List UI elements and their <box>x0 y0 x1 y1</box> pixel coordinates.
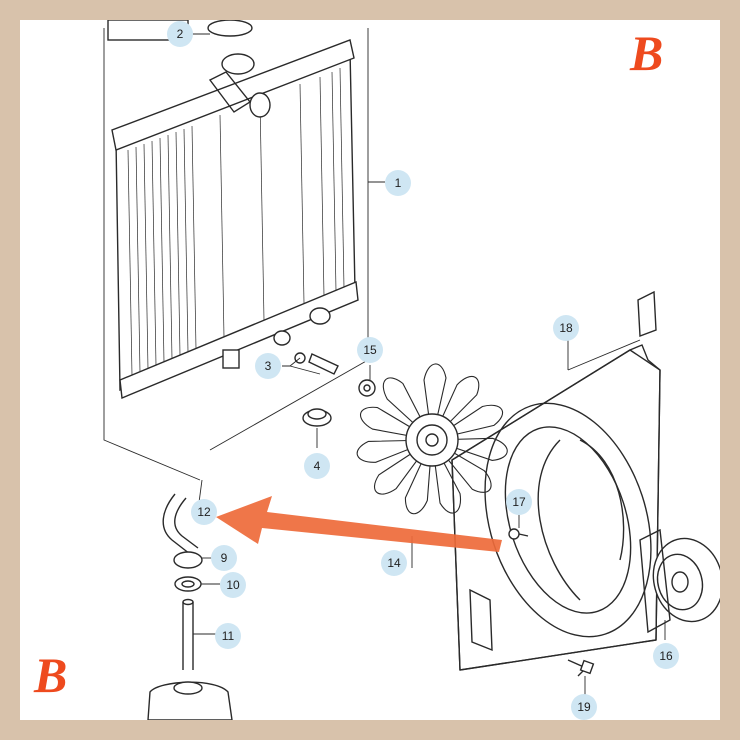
svg-text:17: 17 <box>512 495 526 509</box>
radiator-core-fins <box>127 67 345 376</box>
svg-text:4: 4 <box>314 459 321 473</box>
callout-18[interactable]: 18 <box>553 315 579 341</box>
radiator-assembly[interactable] <box>103 20 369 481</box>
cooling-fan-blade[interactable] <box>355 363 509 568</box>
callout-19[interactable]: 19 <box>571 694 597 720</box>
washer[interactable] <box>358 365 376 397</box>
drain-plug[interactable] <box>282 352 339 375</box>
radiator-cap[interactable] <box>188 20 253 37</box>
brand-logo-top: B <box>630 25 664 81</box>
svg-text:15: 15 <box>363 343 377 357</box>
shroud-screw[interactable] <box>508 512 529 540</box>
reservoir-tank[interactable] <box>147 681 233 720</box>
svg-text:2: 2 <box>177 27 184 41</box>
callout-16[interactable]: 16 <box>653 643 679 669</box>
reservoir-pipe[interactable] <box>182 598 216 671</box>
callout-11[interactable]: 11 <box>215 623 241 649</box>
svg-text:12: 12 <box>197 505 211 519</box>
hose-clamp[interactable] <box>173 551 216 569</box>
highlight-arrow <box>216 496 502 552</box>
svg-text:10: 10 <box>226 578 240 592</box>
callout-17[interactable]: 17 <box>506 489 532 515</box>
svg-text:19: 19 <box>577 700 591 714</box>
parts-diagram-panel: 1 2 3 4 9 10 11 12 14 15 16 17 18 19 <box>20 20 720 720</box>
svg-text:11: 11 <box>222 629 235 643</box>
callout-3[interactable]: 3 <box>255 353 281 379</box>
svg-text:16: 16 <box>659 649 673 663</box>
callout-2[interactable]: 2 <box>167 21 193 47</box>
fan-motor[interactable] <box>639 528 720 640</box>
reservoir-seal[interactable] <box>174 576 220 592</box>
svg-text:3: 3 <box>265 359 272 373</box>
svg-text:18: 18 <box>559 321 573 335</box>
callout-12[interactable]: 12 <box>191 499 217 525</box>
svg-text:14: 14 <box>387 556 401 570</box>
callout-1[interactable]: 1 <box>385 170 411 196</box>
callout-15[interactable]: 15 <box>357 337 383 363</box>
callout-14[interactable]: 14 <box>381 550 407 576</box>
brand-logo-bottom: B <box>34 647 68 703</box>
callout-4[interactable]: 4 <box>304 453 330 479</box>
fan-shroud[interactable] <box>451 290 679 671</box>
callout-10[interactable]: 10 <box>220 572 246 598</box>
svg-text:1: 1 <box>395 176 402 190</box>
callout-9[interactable]: 9 <box>211 545 237 571</box>
radiator-fan-exploded-diagram: 1 2 3 4 9 10 11 12 14 15 16 17 18 19 <box>103 20 720 720</box>
radiator-cushion[interactable] <box>302 408 332 448</box>
motor-bolt[interactable] <box>567 659 595 696</box>
svg-text:9: 9 <box>221 551 228 565</box>
